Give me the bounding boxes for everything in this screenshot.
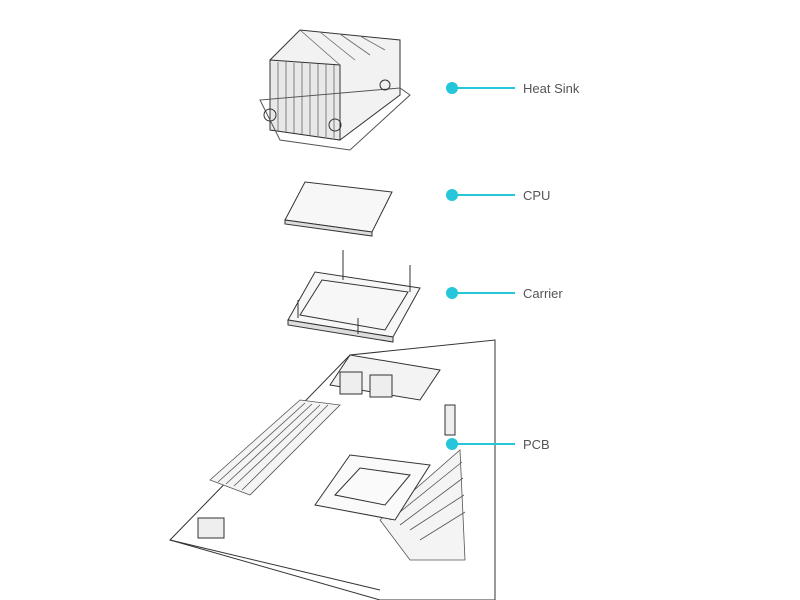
callout-dot-icon [446,189,458,201]
heat-sink-drawing [259,29,411,151]
callout-leader-line [457,443,515,445]
callout-leader-line [457,87,515,89]
callout-leader-line [457,292,515,294]
label-heat-sink: Heat Sink [523,80,580,96]
callout-dot-icon [446,82,458,94]
pcb-drawing [169,339,496,600]
callout-heat-sink: Heat Sink [446,80,580,96]
cpu-drawing [284,181,393,237]
callout-leader-line [457,194,515,196]
carrier-drawing [287,250,421,343]
callout-dot-icon [446,438,458,450]
label-pcb: PCB [523,436,550,452]
callout-dot-icon [446,287,458,299]
callout-carrier: Carrier [446,285,563,301]
label-carrier: Carrier [523,285,563,301]
callout-pcb: PCB [446,436,550,452]
label-cpu: CPU [523,187,551,203]
callout-cpu: CPU [446,187,551,203]
